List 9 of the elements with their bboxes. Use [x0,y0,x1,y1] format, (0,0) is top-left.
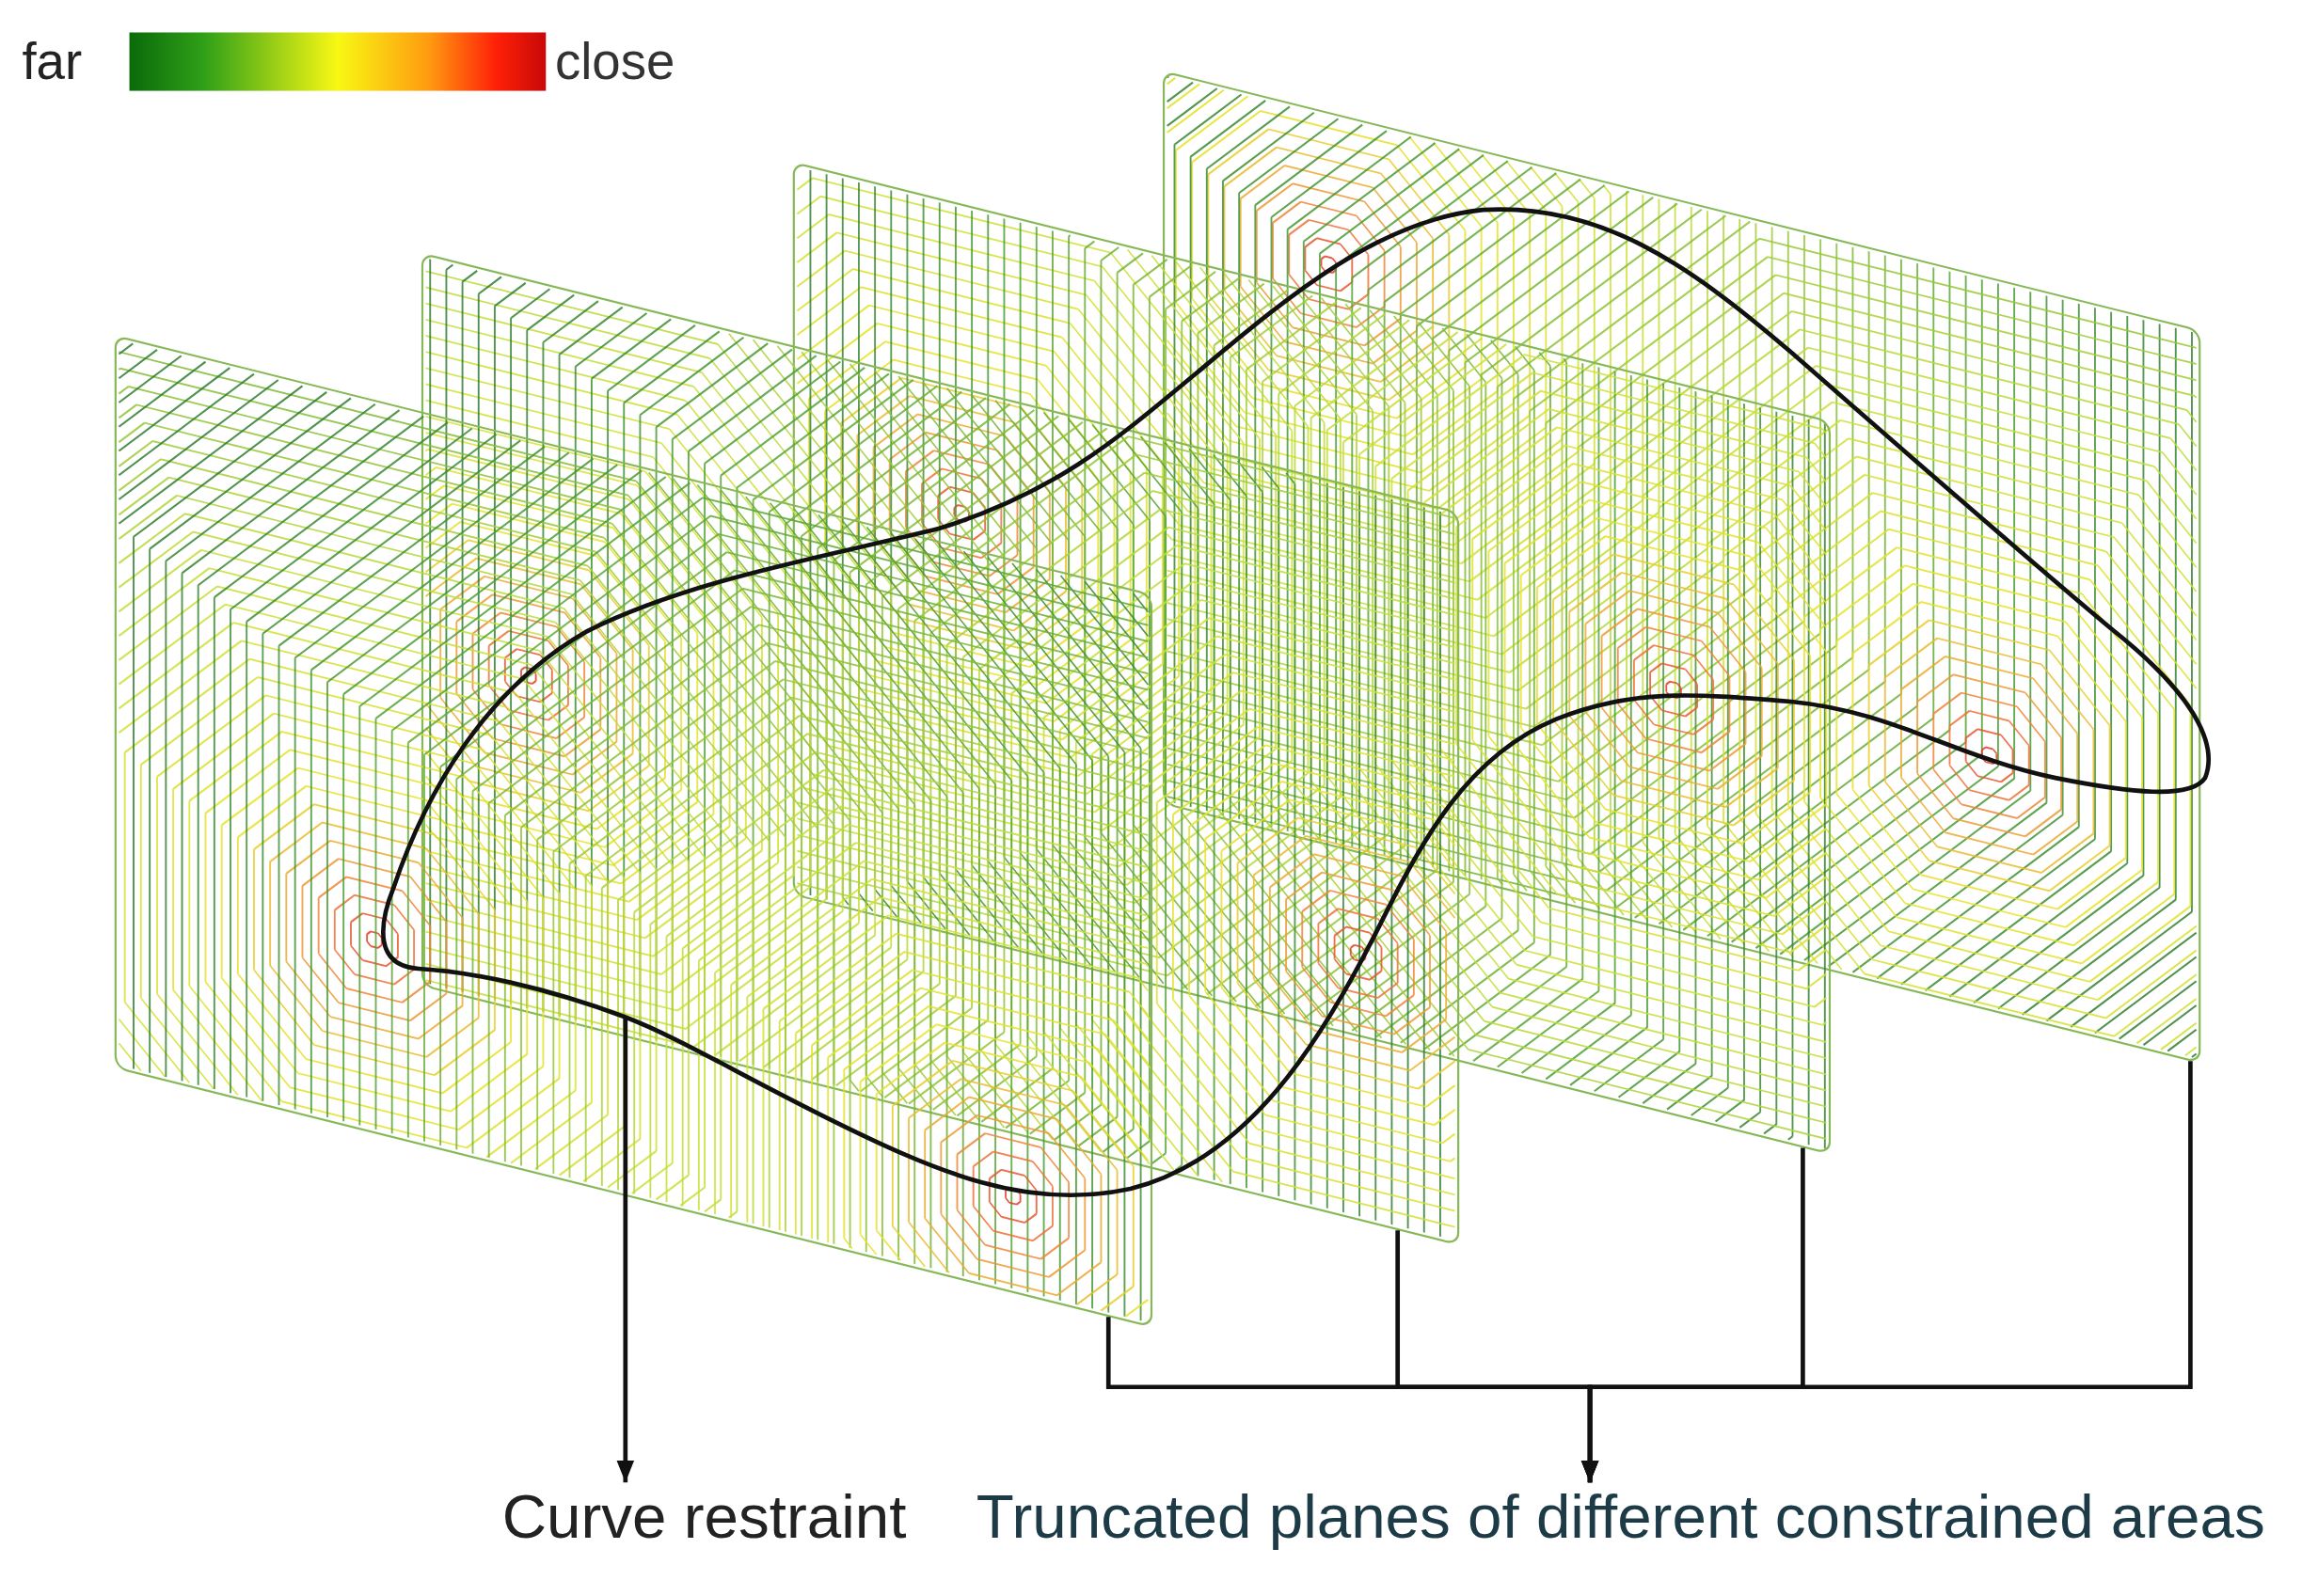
restraint-curve [381,207,2211,1198]
callout-label: Curve restraint [501,1482,907,1554]
contour-plane [114,335,1153,1328]
scale-label: close [554,32,675,92]
bracket-arrow [1580,1061,2193,1483]
scale-label: far [22,32,83,92]
leader-arrow [616,1017,635,1483]
callout-label: Truncated planes of different constrained areas [976,1482,2265,1554]
contour-plane [1163,71,2201,1064]
